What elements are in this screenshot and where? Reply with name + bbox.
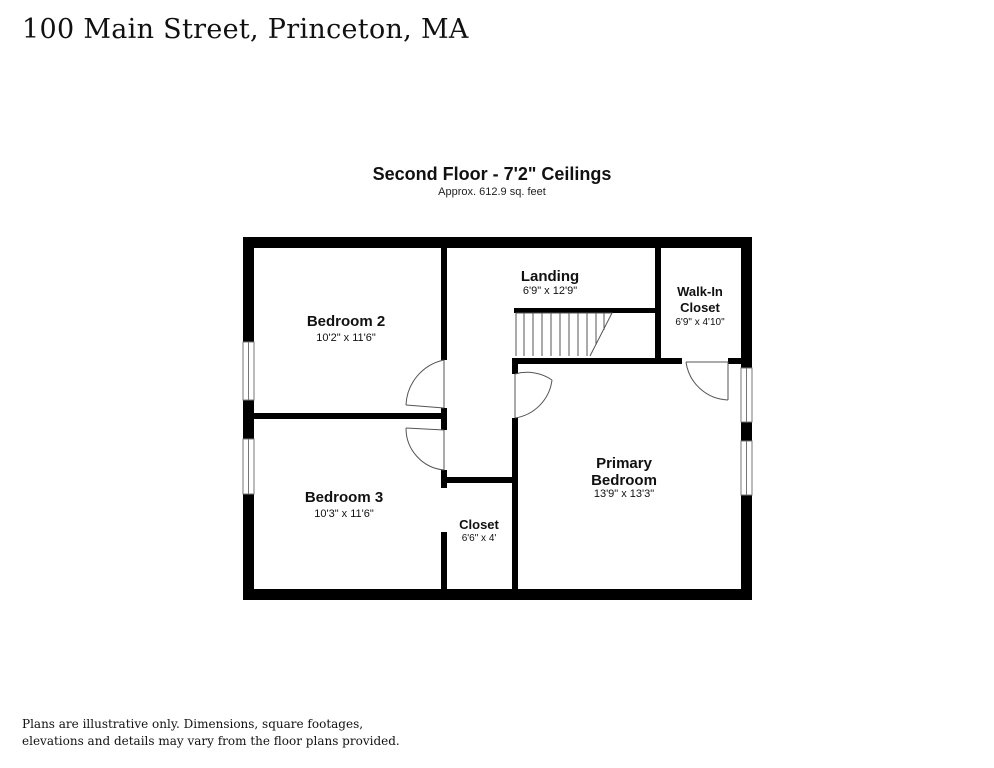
room-name-bedroom2: Bedroom 2 [307,313,385,330]
wall-bedroom3-east-lower [441,532,447,589]
room-name-primary-line2: Bedroom [591,472,657,489]
door-bedroom2 [405,359,445,409]
room-dims-landing: 6'9" x 12'9" [523,285,577,297]
room-bedroom2: Bedroom 2 10'2" x 11'6" [307,313,385,344]
wall-stair-top [514,308,655,313]
floor-title: Second Floor - 7'2" Ceilings [372,164,612,184]
disclaimer: Plans are illustrative only. Dimensions,… [22,716,402,750]
doors [405,359,729,471]
door-walkin [685,361,729,401]
wall-bedroom2-east [441,248,447,360]
room-dims-walkin: 6'9" x 4'10" [675,317,725,328]
wall-left [243,237,254,600]
disclaimer-line2: elevations and details may vary from the… [22,734,400,748]
wall-closet-east [512,418,518,589]
room-name-walkin-line1: Walk-In [677,284,723,299]
window-bedroom2 [242,341,255,401]
room-dims-closet: 6'6" x 4' [462,533,497,544]
door-primary [514,371,553,419]
door-bedroom3 [405,427,445,471]
room-name-closet: Closet [459,517,499,532]
room-walkin-closet: Walk-In Closet 6'9" x 4'10" [675,284,725,328]
window-bedroom3 [242,438,255,495]
wall-hall-stub [441,408,447,430]
windows [242,341,753,496]
wall-landing-stub [512,358,518,374]
wall-bottom [243,589,752,600]
wall-walkin-west [655,248,661,364]
floor-area: Approx. 612.9 sq. feet [438,186,546,198]
window-primary-upper [740,367,753,423]
window-primary-lower [740,440,753,496]
room-name-walkin-line2: Closet [680,300,720,315]
wall-bedrooms-divider [254,413,447,419]
wall-landing-south [512,358,682,364]
room-landing: Landing 6'9" x 12'9" [521,268,579,297]
room-name-landing: Landing [521,268,579,285]
room-primary-bedroom: Primary Bedroom 13'9" x 13'3" [591,455,657,500]
wall-closet-top [441,477,518,483]
wall-walkin-south [728,358,752,364]
disclaimer-line1: Plans are illustrative only. Dimensions,… [22,717,364,731]
room-dims-bedroom3: 10'3" x 11'6" [314,508,374,520]
room-closet: Closet 6'6" x 4' [459,517,499,544]
staircase [515,312,613,357]
property-address: 100 Main Street, Princeton, MA [22,14,469,45]
room-name-bedroom3: Bedroom 3 [305,489,383,506]
room-bedroom3: Bedroom 3 10'3" x 11'6" [305,489,383,520]
wall-top [243,237,752,248]
room-dims-primary: 13'9" x 13'3" [594,488,654,500]
walls [243,237,752,600]
room-dims-bedroom2: 10'2" x 11'6" [316,332,376,344]
room-name-primary-line1: Primary [596,455,653,472]
